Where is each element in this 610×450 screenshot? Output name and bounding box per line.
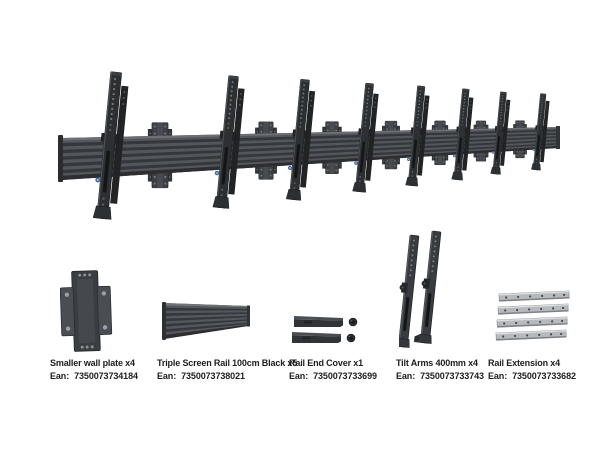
component-label: Triple Screen Rail 100cm Black x5 [157, 358, 298, 368]
component-label: Tilt Arms 400mm x4 [396, 358, 478, 368]
rail-extension-icon [493, 286, 573, 350]
assembled-rail-hero [58, 70, 560, 221]
hero-rail [58, 126, 560, 182]
component-ean: Ean:7350073733699 [289, 371, 377, 381]
triple-screen-rail-icon [160, 298, 252, 344]
component-ean: Ean:7350073738021 [157, 371, 245, 381]
rail-end-cover-icon [290, 308, 366, 350]
component-ean: Ean:7350073733743 [396, 371, 484, 381]
tilt-arms-icon [391, 228, 463, 355]
smaller-wall-plate-icon [59, 270, 114, 354]
assembled-rail-illustration [58, 70, 560, 221]
component-ean: Ean:7350073733682 [488, 371, 576, 381]
component-label: Rail Extension x4 [488, 358, 560, 368]
component-ean: Ean:7350073734184 [50, 371, 138, 381]
component-label: Smaller wall plate x4 [50, 358, 135, 368]
component-label: Rail End Cover x1 [289, 358, 363, 368]
